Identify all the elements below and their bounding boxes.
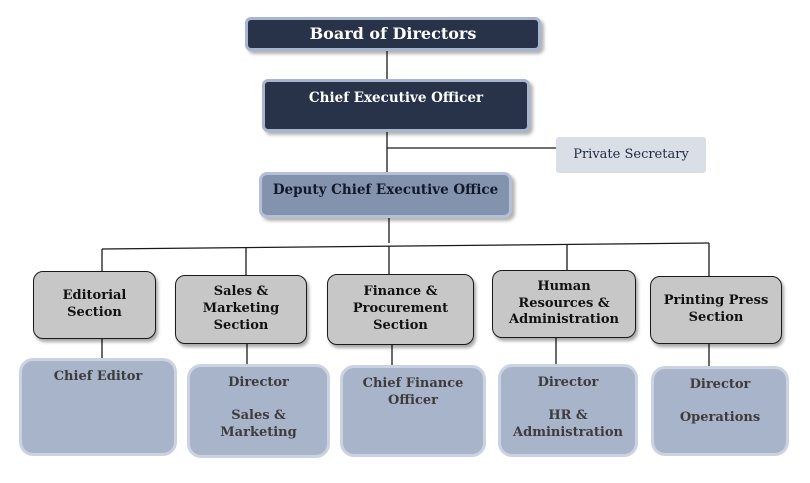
head-label-line: Marketing <box>220 424 297 440</box>
operations-director-box: Director Operations <box>651 366 789 456</box>
printing-press-section-box: Printing Press Section <box>650 276 782 344</box>
editorial-section-box: Editorial Section <box>33 271 156 339</box>
section-label-line: Section <box>67 305 122 320</box>
head-label-line: Chief Finance <box>362 376 464 391</box>
section-label-line: Printing Press <box>663 293 769 309</box>
hr-administration-director-box: Director HR & Administration <box>498 364 638 457</box>
section-label-line: Human <box>537 278 591 294</box>
head-label-line: Sales & <box>231 407 286 423</box>
board-of-directors-label: Board of Directors <box>309 23 477 43</box>
chief-executive-officer-box: Chief Executive Officer <box>262 79 530 132</box>
section-label-line: Sales & <box>213 284 269 300</box>
section-label-line: Editorial <box>62 288 127 304</box>
section-label-line: Resources & <box>518 295 610 311</box>
section-label-line: Finance & <box>363 284 438 300</box>
connector-bus <box>101 242 710 250</box>
deputy-ceo-label: Deputy Chief Executive Office <box>272 182 499 198</box>
board-of-directors-box: Board of Directors <box>245 17 541 51</box>
deputy-ceo-box: Deputy Chief Executive Office <box>259 172 512 218</box>
head-label-line: Director <box>537 375 599 390</box>
hr-administration-section-box: Human Resources & Administration <box>492 270 636 338</box>
chief-editor-box: Chief Editor <box>19 358 177 456</box>
section-label-line: Section <box>373 317 428 333</box>
private-secretary-box: Private Secretary <box>556 137 706 173</box>
section-label-line: Section <box>688 310 744 325</box>
private-secretary-label: Private Secretary <box>573 146 689 162</box>
head-label-line: Officer <box>388 392 438 408</box>
section-label-line: Procurement <box>352 301 449 317</box>
sales-marketing-director-box: Director Sales & Marketing <box>187 364 330 458</box>
head-label-line: Director <box>228 375 289 390</box>
chief-finance-officer-box: Chief Finance Officer <box>340 365 486 457</box>
head-label-line: Operations <box>679 409 761 425</box>
head-label-line: HR & <box>548 407 588 423</box>
head-label-line: Director <box>689 377 751 392</box>
section-label-line: Administration <box>509 312 619 328</box>
head-label-line: Administration <box>513 424 623 440</box>
finance-procurement-section-box: Finance & Procurement Section <box>327 274 474 345</box>
chief-executive-officer-label: Chief Executive Officer <box>308 90 484 106</box>
section-label-line: Marketing <box>202 301 280 317</box>
sales-marketing-section-box: Sales & Marketing Section <box>175 275 307 344</box>
head-label-line: Chief Editor <box>53 369 143 384</box>
section-label-line: Section <box>213 317 269 333</box>
